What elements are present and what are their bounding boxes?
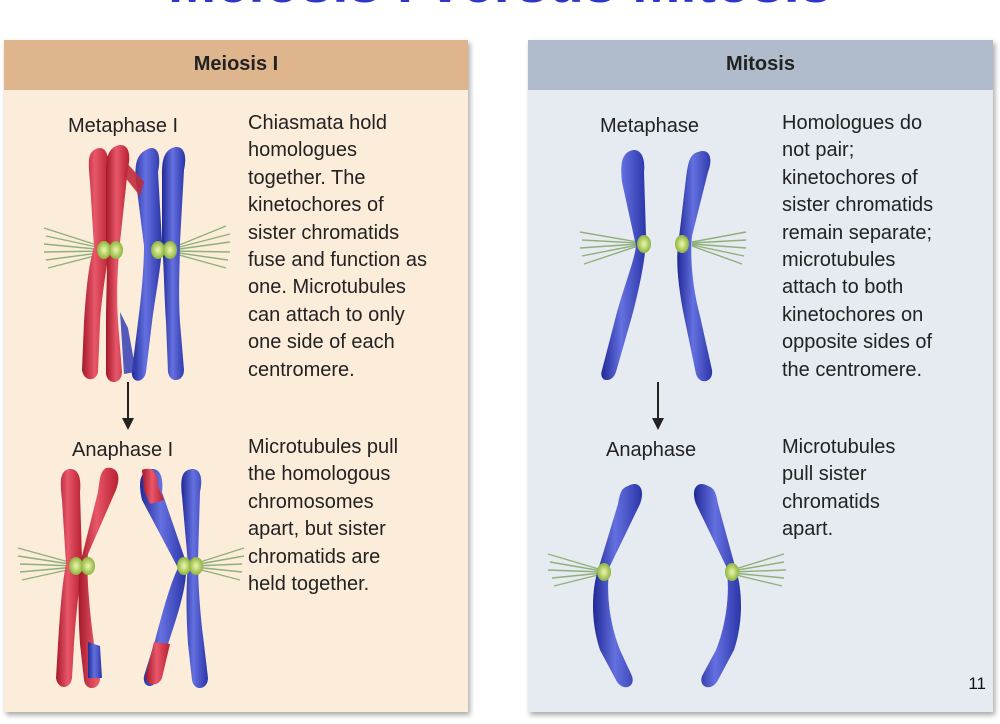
kinetochores [597, 563, 739, 581]
meiosis-metaphase-label: Metaphase I [68, 115, 179, 137]
meiosis-anaphase-illustration [17, 467, 245, 689]
mitosis-metaphase-label: Metaphase [600, 115, 699, 137]
mitosis-panel: Mitosis Metaphase Homologues do not pair… [528, 40, 993, 712]
meiosis-panel: Meiosis I Metaphase I Chiasmata hold hom… [4, 40, 468, 712]
meiosis-anaphase-text: Microtubules pull the homologous chromos… [248, 436, 399, 596]
meiosis-anaphase-label: Anaphase I [72, 439, 174, 461]
mitosis-metaphase-illustration [579, 150, 747, 382]
kinetochores [69, 557, 203, 575]
crossover-segment-bottom [145, 642, 170, 685]
slide-title: Meiosis I versus Mitosis [0, 0, 1000, 12]
crossover-segment [88, 642, 102, 678]
mitosis-anaphase-text: Microtubules pull sister chromatids apar… [782, 436, 896, 541]
meiosis-metaphase-text: Chiasmata hold homologues together. The … [248, 112, 428, 381]
microtubules-left [579, 231, 639, 265]
chiasma-crossover [124, 162, 144, 196]
mitosis-metaphase-text: Homologues do not pair; kinetochores of … [782, 112, 934, 381]
blue-chromatid-left [601, 150, 646, 381]
microtubules-right [171, 225, 231, 269]
meiosis-metaphase-illustration [43, 144, 231, 383]
blue-chromatid-right [693, 484, 741, 688]
page-number: 11 [968, 674, 986, 693]
mitosis-header: Mitosis [528, 40, 993, 90]
blue-chromatid-right [677, 150, 713, 382]
red-homologue [82, 144, 130, 383]
meiosis-down-arrow [122, 382, 134, 430]
red-chromosome-moving-left [56, 467, 119, 689]
blue-chromatid-left [593, 484, 643, 688]
microtubules-left [547, 553, 603, 587]
mitosis-anaphase-label: Anaphase [606, 439, 697, 461]
microtubules-right [691, 231, 747, 265]
chiasma-crossover-lower [120, 312, 136, 374]
microtubules-right [731, 553, 787, 587]
kinetochores [637, 235, 689, 253]
mitosis-anaphase-illustration [547, 484, 787, 688]
kinetochores [97, 241, 177, 259]
meiosis-header: Meiosis I [4, 40, 468, 90]
blue-homologue [131, 146, 186, 381]
mitosis-down-arrow [652, 382, 664, 430]
crossover-segment-top [142, 468, 164, 504]
